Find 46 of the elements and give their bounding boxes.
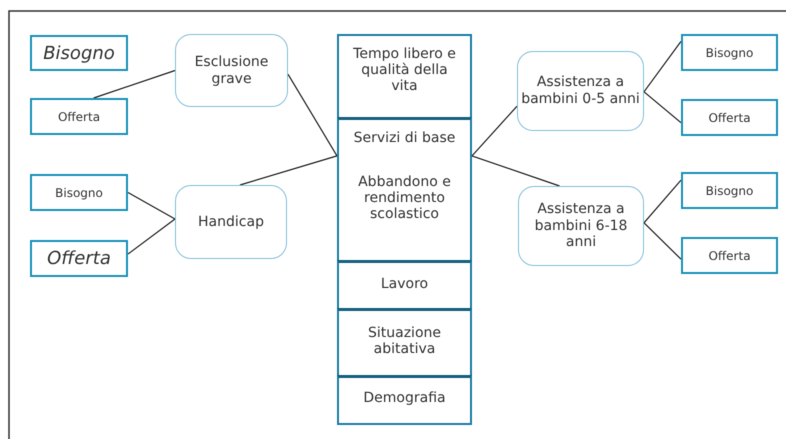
node-label: Bisogno: [706, 46, 754, 60]
text-box: [681, 34, 778, 71]
node-label: Offerta: [708, 110, 751, 124]
node-label: Demografia: [363, 390, 446, 406]
connector-line: [287, 74, 338, 156]
node-label: Servizi di base: [354, 130, 456, 146]
column-segment: [337, 260, 472, 309]
text-box: [30, 240, 128, 277]
connector-line: [644, 91, 682, 124]
node-label: Offerta: [58, 110, 100, 124]
connector-line: [472, 106, 518, 156]
connector-line: [644, 41, 682, 92]
connector-line: [472, 155, 560, 187]
node-label: Assistenza a bambini 0-5 anni: [520, 74, 641, 108]
connector-line: [128, 218, 176, 255]
text-box: [681, 237, 778, 274]
text-box: [30, 174, 128, 211]
column-segment: [337, 34, 472, 118]
node-label: Handicap: [198, 214, 264, 230]
node-label: Lavoro: [380, 276, 428, 292]
node-label: Offerta: [47, 248, 111, 269]
connector-line: [240, 155, 338, 186]
connector-line: [128, 192, 176, 220]
node-label: Bisogno: [706, 184, 754, 198]
text-box: [30, 35, 128, 71]
connector-line: [644, 222, 682, 260]
text-box: [681, 172, 778, 209]
text-box: [30, 98, 128, 135]
rounded-box: [517, 51, 644, 131]
column-segment: [337, 117, 472, 261]
node-label: Bisogno: [55, 186, 103, 200]
node-label: Bisogno: [43, 42, 115, 64]
node-label: Assistenza a bambini 6-18 anni: [534, 200, 628, 252]
node-label: Esclusione grave: [194, 54, 270, 88]
text-box: [681, 99, 778, 136]
rounded-box: [518, 186, 644, 266]
column-segment: [337, 308, 472, 376]
rounded-box: [175, 34, 288, 107]
column-segment: [337, 375, 472, 425]
node-label: Abbandono e rendimento scolastico: [357, 174, 452, 222]
node-label: Offerta: [708, 248, 751, 262]
node-label: Situazione abitativa: [366, 325, 442, 358]
rounded-box: [175, 185, 287, 259]
connector-line: [94, 70, 176, 99]
node-label: Tempo libero e qualità della vita: [352, 46, 457, 94]
connector-line: [644, 180, 682, 224]
